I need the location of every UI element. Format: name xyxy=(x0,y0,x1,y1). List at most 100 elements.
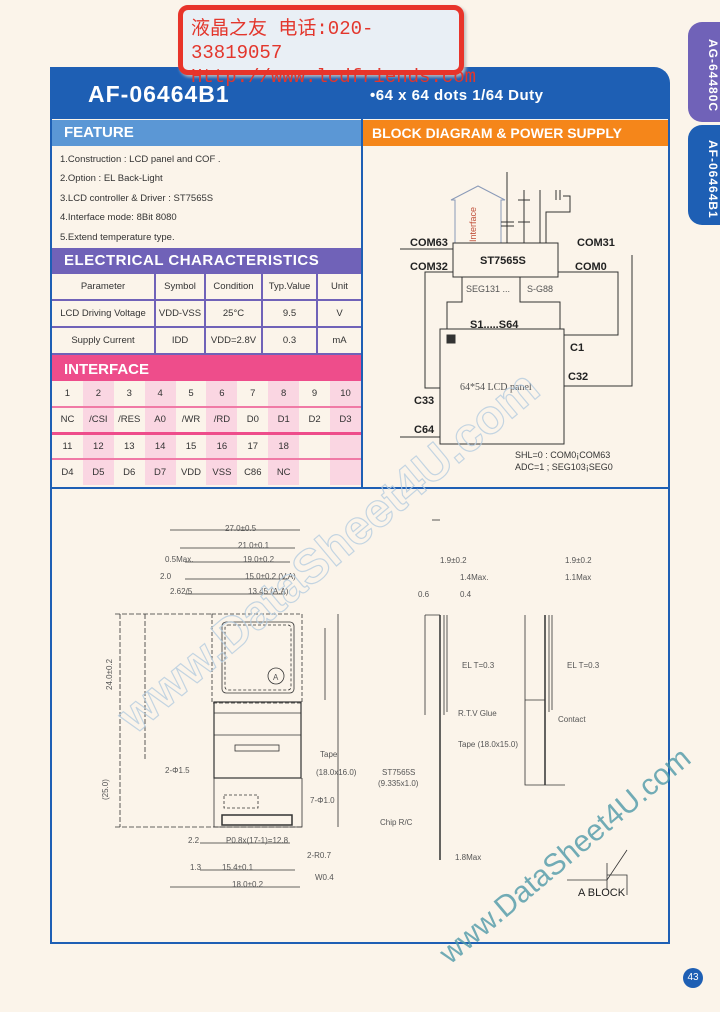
dimension-label: 2-R0.7 xyxy=(307,851,332,860)
pin-number: 11 xyxy=(52,433,83,460)
chip-label: ST7565S xyxy=(480,255,526,267)
mechanical-drawing xyxy=(115,519,628,895)
pin-name: /CSI xyxy=(82,407,114,435)
electrical-table: Parameter Symbol Condition Typ.Value Uni… xyxy=(52,274,361,355)
interface-heading: INTERFACE xyxy=(52,355,361,381)
pin-name: VSS xyxy=(206,459,238,485)
pin-number: 3 xyxy=(113,381,145,408)
table-cell: Supply Current xyxy=(52,327,156,355)
signal-label: S-G88 xyxy=(527,284,553,294)
pin-number xyxy=(330,433,361,460)
pin-number: 13 xyxy=(113,433,145,460)
dimension-label: 1.4Max. xyxy=(460,573,488,582)
dimension-label: 0.5Max. xyxy=(165,555,193,564)
dimension-label: 15.4±0.1 xyxy=(222,863,254,872)
dimension-label: 1.9±0.2 xyxy=(565,556,592,565)
dimension-label: 24.0±0.2 xyxy=(105,658,114,690)
feature-item: 3.LCD controller & Driver : ST7565S xyxy=(60,192,214,204)
side-tab-ag-64480c[interactable]: AG-64480C xyxy=(688,22,720,122)
signal-label: C1 xyxy=(570,342,584,354)
dimension-label: R.T.V Glue xyxy=(458,709,497,718)
signal-label: SEG131 ... xyxy=(466,284,510,294)
dimension-label: 15.0±0.2 (V.A) xyxy=(245,572,296,581)
pin-number: 8 xyxy=(268,381,300,408)
header-bar: AF-06464B1 •64 x 64 dots 1/64 Duty xyxy=(50,67,670,119)
signal-label: C33 xyxy=(414,395,434,407)
note: SHL=0 : COM0¡COM63 xyxy=(515,450,610,460)
dimension-label: Tape (18.0x15.0) xyxy=(458,740,518,749)
feature-list: 1.Construction : LCD panel and COF . 2.O… xyxy=(60,150,221,247)
pin-name: D4 xyxy=(61,467,74,478)
dimension-label: (18.0x16.0) xyxy=(316,768,357,777)
signal-label: COM31 xyxy=(577,237,615,249)
pin-number: 7 xyxy=(237,381,269,408)
signal-label: S1.....S64 xyxy=(470,319,519,331)
contact-stamp: 液晶之友 电话:020-33819057 Http://www.lcdfrien… xyxy=(178,5,476,88)
divider xyxy=(50,487,670,489)
signal-label: C64 xyxy=(414,424,435,436)
block-diagram-heading: BLOCK DIAGRAM & POWER SUPPLY xyxy=(363,120,668,146)
lcd-panel xyxy=(439,328,565,445)
pin-number: 1 xyxy=(52,381,83,408)
pin-name: A0 xyxy=(144,407,176,435)
stamp-url: Http://www.lcdfriends.com xyxy=(191,66,477,88)
table-cell: 9.5 xyxy=(261,300,318,328)
content-frame xyxy=(50,118,670,944)
electrical-heading: ELECTRICAL CHARACTERISTICS xyxy=(52,248,361,274)
pin-number: 10 xyxy=(330,381,361,408)
dimension-label: Chip R/C xyxy=(380,818,413,827)
dimension-label: 18.0±0.2 xyxy=(232,880,264,889)
dimension-label: 1.9±0.2 xyxy=(440,556,467,565)
dimension-label: 2.2 xyxy=(188,836,200,845)
pin-name: D6 xyxy=(123,467,136,478)
pin-number: 2 xyxy=(82,381,114,408)
dimension-label: EL T=0.3 xyxy=(567,661,600,670)
table-row: LCD Driving Voltage VDD-VSS 25°C 9.5 V xyxy=(52,300,361,328)
dimension-label: 13.45 (A.A) xyxy=(248,587,289,596)
pin-name: D1 xyxy=(268,407,300,435)
dimension-label: 2.62/5 xyxy=(170,587,193,596)
pin-name: /RD xyxy=(206,407,238,435)
table-cell: V xyxy=(316,300,361,328)
dimension-label: 19.0±0.2 xyxy=(243,555,275,564)
column-header: Symbol xyxy=(154,274,206,301)
dimension-label: A xyxy=(273,673,279,682)
pin-number: 18 xyxy=(268,433,300,460)
dimension-label: 0.4 xyxy=(460,590,472,599)
side-tab-af-06464b1[interactable]: AF-06464B1 xyxy=(688,125,720,225)
pin-name: D5 xyxy=(82,459,114,485)
pin-number: 12 xyxy=(82,433,114,460)
block-diagram xyxy=(400,172,633,445)
dimension-label: 1.3 xyxy=(190,863,202,872)
pin-name: D7 xyxy=(144,459,176,485)
dimension-label: 2-Φ1.5 xyxy=(165,766,190,775)
dimension-label: P0.8x(17-1)=12.8 xyxy=(226,836,289,845)
panel-label: 64*54 LCD panel xyxy=(460,382,532,393)
pin-name: NC xyxy=(52,407,83,435)
column-header: Parameter xyxy=(52,274,156,301)
pin-name: NC xyxy=(268,459,300,485)
dimension-label: Tape xyxy=(320,750,338,759)
dimension-label: 0.6 xyxy=(418,590,430,599)
dimension-label: ST7565S xyxy=(382,768,415,777)
signal-label: COM0 xyxy=(575,261,607,273)
dimension-label: 1.8Max xyxy=(455,853,481,862)
signal-label: COM32 xyxy=(410,261,448,273)
pin-number: 14 xyxy=(144,433,176,460)
table-header-row: Parameter Symbol Condition Typ.Value Uni… xyxy=(52,274,361,301)
signal-label: COM63 xyxy=(410,237,448,249)
pin-name: D3 xyxy=(330,407,361,435)
dimension-label: 21.0±0.1 xyxy=(238,541,270,550)
feature-item: 4.Interface mode: 8Bit 8080 xyxy=(60,212,177,224)
interface-label: Interface xyxy=(468,207,478,242)
table-cell: LCD Driving Voltage xyxy=(52,300,156,328)
pin-name: C86 xyxy=(244,467,262,478)
controller-chip xyxy=(452,242,559,278)
page-number: 43 xyxy=(683,968,703,988)
feature-heading: FEATURE xyxy=(52,120,361,146)
feature-item: 1.Construction : LCD panel and COF . xyxy=(60,154,221,165)
